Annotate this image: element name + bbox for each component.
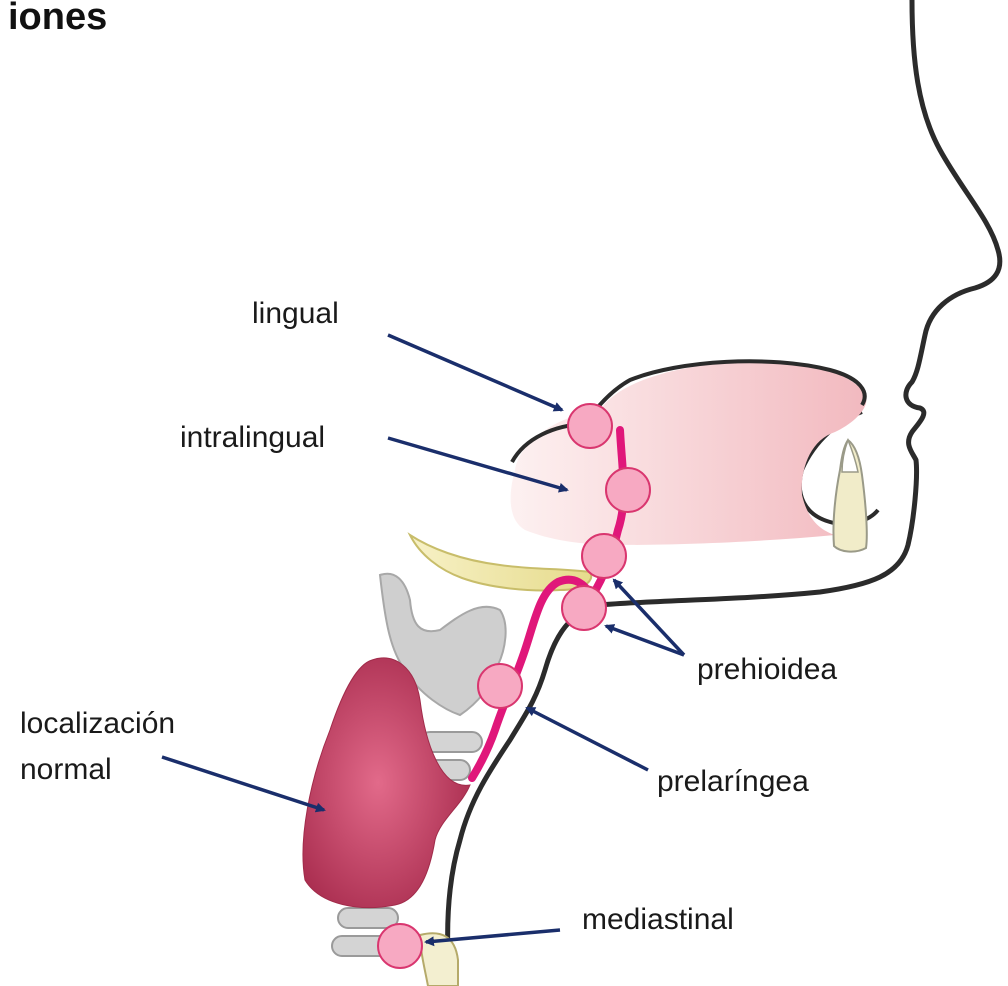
label-prelaringea: prelaríngea — [657, 764, 809, 800]
label-lingual: lingual — [252, 296, 339, 332]
label-prehioidea: prehioidea — [697, 652, 837, 688]
label-localizacion-line1: localización — [20, 706, 175, 742]
node-lingual — [568, 404, 612, 448]
node-prelaringea — [478, 664, 522, 708]
node-mediastinal — [378, 924, 422, 968]
node-prehioidea-upper — [582, 534, 626, 578]
arrow-prelaringea — [527, 708, 648, 770]
node-prehioidea-lower — [562, 586, 606, 630]
label-intralingual: intralingual — [180, 420, 325, 456]
arrow-lingual — [388, 335, 562, 410]
label-mediastinal: mediastinal — [582, 902, 734, 938]
label-localizacion-line2: normal — [20, 752, 112, 788]
node-intralingual — [606, 468, 650, 512]
arrow-localizacion — [162, 757, 324, 810]
